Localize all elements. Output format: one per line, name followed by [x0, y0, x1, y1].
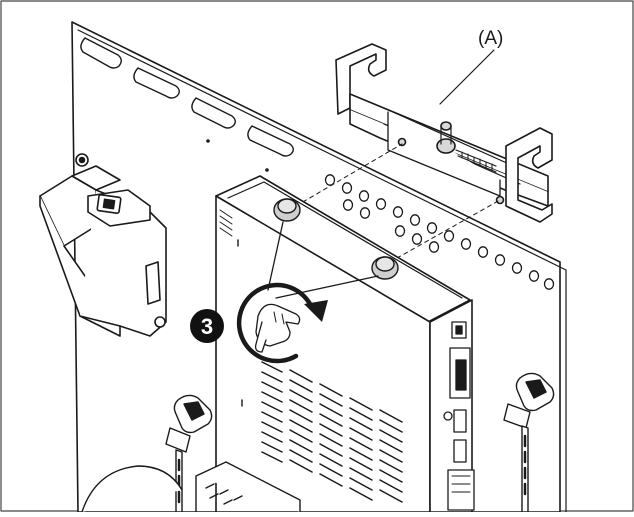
mounting-bracket-a: [335, 43, 553, 223]
hand-icon: [254, 303, 301, 353]
step-number: 3: [201, 314, 213, 339]
panel-hole-row: [324, 174, 555, 290]
callout-a-label: (A): [478, 28, 503, 49]
screw-pointer-lines: [267, 221, 379, 299]
callout-a-leader-line: [439, 49, 495, 105]
panel-dots: [206, 139, 269, 172]
power-adapter: [39, 153, 167, 337]
panel-mounting-slots: [80, 37, 294, 157]
callout-a: (A): [439, 28, 503, 105]
mini-pc-thumbscrews: [273, 198, 399, 280]
step-number-badge: 3: [190, 309, 224, 343]
cable-clip-right: [503, 372, 555, 513]
tighten-rotation-icon: [236, 282, 328, 364]
lower-partial-elements: [81, 461, 301, 513]
mini-pc-port-panel: [443, 321, 475, 511]
mini-pc-vent-grille: [261, 361, 403, 503]
alignment-guides: [295, 143, 501, 263]
